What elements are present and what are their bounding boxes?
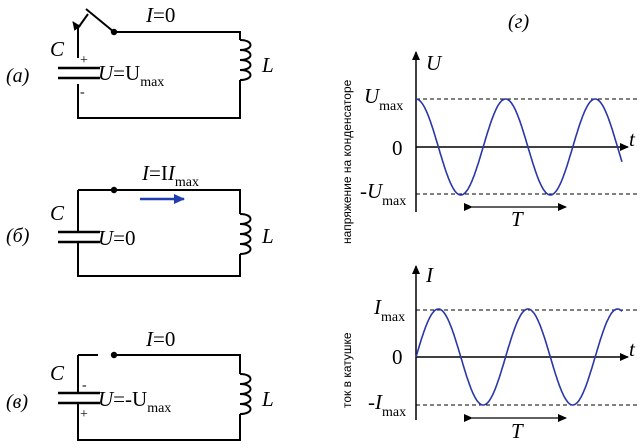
current-label: I=0: [145, 327, 175, 351]
inductor-label: L: [261, 224, 274, 248]
tick-zero: 0: [392, 136, 403, 160]
current-chart: ток в катушке I t Imax 0 -Imax T: [340, 263, 638, 443]
circuit-a: (а) + - C U=Umax I=0 L: [6, 3, 274, 119]
period-label: T: [511, 207, 524, 231]
wire-top: [114, 31, 241, 40]
x-axis-label: t: [629, 337, 636, 361]
tick-min: -Imax: [368, 390, 406, 420]
panel-label: (а): [6, 65, 30, 87]
wire-top: [78, 189, 241, 214]
tick-max: Imax: [373, 295, 405, 325]
capacitor-label: C: [50, 201, 65, 225]
switch-contact: [110, 28, 118, 36]
minus-sign: -: [80, 85, 85, 100]
y-axis-label: I: [425, 263, 434, 287]
inductor-label: L: [261, 53, 274, 77]
minus-sign: -: [82, 378, 87, 393]
voltage-side-label: напряжение на конденсаторе: [340, 79, 354, 244]
tick-zero: 0: [392, 345, 403, 369]
y-axis-label: U: [426, 51, 443, 75]
circuit-b: (б) C U=0 I=IImax L: [6, 161, 274, 277]
plus-sign: +: [80, 407, 88, 422]
voltage-chart: напряжение на конденсаторе U t Umax 0 -U…: [340, 51, 638, 244]
tick-min: -Umax: [360, 179, 406, 209]
switch-blade: [85, 8, 115, 33]
wire-left-bottom: [77, 403, 241, 441]
current-label: I=IImax: [141, 161, 199, 190]
circuit-c: (в) - + C U=-Umax I=0 L: [6, 327, 274, 441]
voltage-label: U=Umax: [98, 61, 164, 90]
inductor-label: L: [261, 387, 274, 411]
tick-max: Umax: [364, 84, 403, 114]
switch-contact: [110, 351, 118, 359]
capacitor-label: C: [50, 361, 65, 385]
plus-sign: +: [80, 53, 88, 68]
inductor-coil: [239, 373, 252, 415]
wire-top: [78, 354, 241, 374]
current-label: I=0: [145, 3, 175, 27]
voltage-label: U=0: [98, 226, 136, 250]
x-axis-label: t: [629, 127, 636, 151]
wire-left-bottom: [77, 80, 241, 119]
period-label: T: [511, 419, 524, 443]
switch-contact: [110, 186, 118, 194]
inductor-coil: [239, 213, 252, 255]
wire-left-bottom: [77, 242, 241, 277]
inductor-coil: [239, 39, 252, 81]
open-switch: [77, 13, 89, 29]
current-wave: [415, 308, 623, 406]
graphs-panel-label: (г): [508, 11, 529, 33]
panel-label: (б): [6, 225, 30, 247]
voltage-wave: [415, 98, 623, 196]
capacitor-label: C: [50, 37, 65, 61]
voltage-label: U=-Umax: [98, 387, 171, 416]
current-side-label: ток в катушке: [340, 332, 354, 408]
panel-label: (в): [6, 391, 28, 413]
switch-lead: [72, 21, 81, 31]
